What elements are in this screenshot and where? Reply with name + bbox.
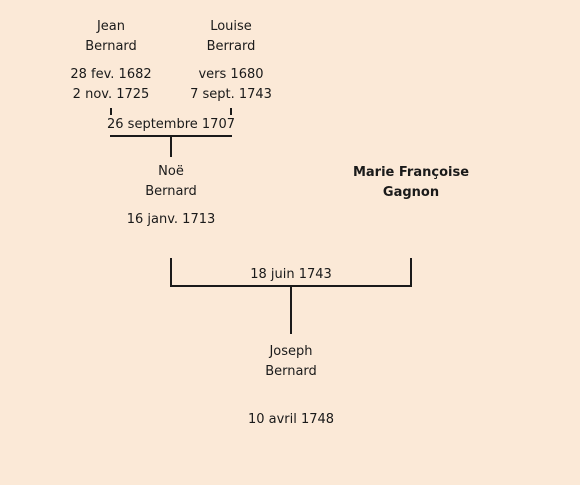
person-jean-first-name: Jean — [96, 19, 126, 34]
person-jean-death: 2 nov. 1725 — [72, 87, 150, 102]
person-joseph-birth: 10 avril 1748 — [247, 412, 335, 427]
person-louise-last-name: Berrard — [206, 39, 256, 54]
person-louise-first-name: Louise — [210, 19, 252, 34]
person-noe-last-name: Bernard — [145, 184, 197, 199]
person-louise-death: 7 sept. 1743 — [190, 87, 272, 102]
marriage-date-jean-louise: 26 septembre 1707 — [106, 115, 236, 135]
person-joseph-last-name: Bernard — [265, 364, 317, 379]
person-noe-birth: 16 janv. 1713 — [126, 212, 216, 227]
person-jean-last-name: Bernard — [85, 39, 137, 54]
person-jean-birth: 28 fev. 1682 — [70, 67, 152, 82]
person-louise-birth: vers 1680 — [198, 67, 264, 82]
marriage-date-noe-marie: 18 juin 1743 — [250, 267, 332, 282]
person-joseph-first-name: Joseph — [269, 344, 313, 359]
person-marie-first-name: Marie Françoise — [352, 165, 470, 180]
person-marie-last-name: Gagnon — [382, 185, 440, 200]
person-noe-first-name: Noë — [158, 164, 184, 179]
